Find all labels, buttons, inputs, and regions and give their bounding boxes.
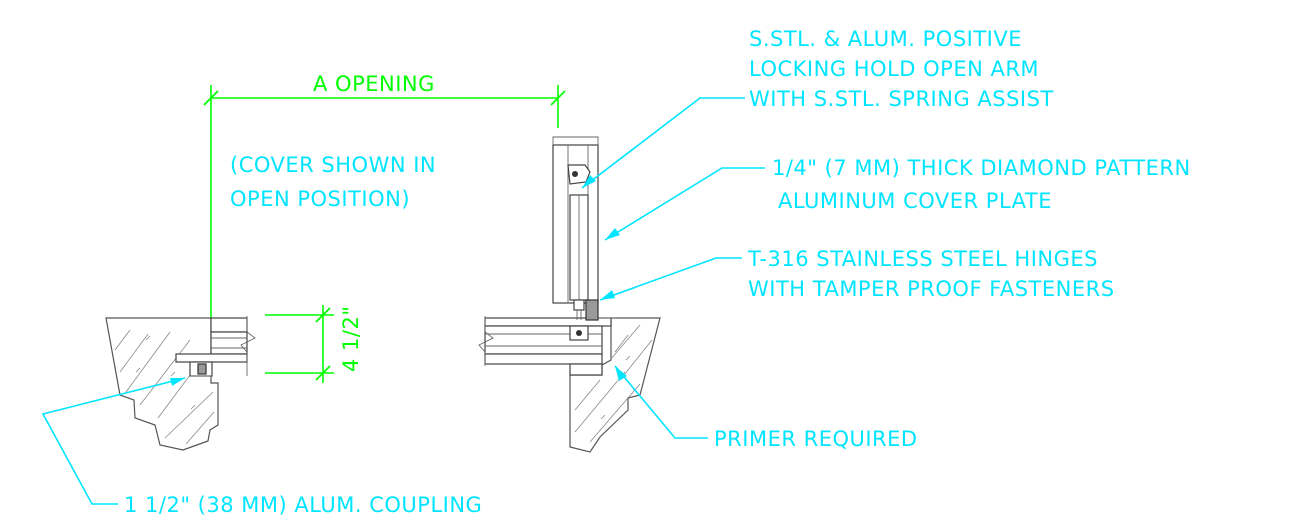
arrowhead-hold-open-arm	[582, 175, 596, 188]
note-primer: PRIMER REQUIRED	[614, 365, 918, 451]
opening-dimension: A OPENING	[203, 72, 566, 318]
note-hold-open-arm-line-3: WITH S.STL. SPRING ASSIST	[749, 87, 1054, 111]
left-frame-top-flange	[210, 317, 248, 333]
hinge-pin	[576, 330, 582, 336]
note-hinges: T-316 STAINLESS STEEL HINGES WITH TAMPER…	[599, 247, 1115, 301]
right-break-line	[478, 316, 494, 366]
right-frame-bottom-flange	[484, 353, 603, 365]
right-frame-seat	[569, 363, 603, 376]
leader-cover-plate	[604, 167, 765, 241]
note-hinges-line-2: WITH TAMPER PROOF FASTENERS	[748, 277, 1115, 301]
right-frame-section	[478, 136, 661, 453]
note-cover-plate: 1/4" (7 MM) THICK DIAMOND PATTERN ALUMIN…	[604, 156, 1191, 241]
note-cover-position-line-1: (COVER SHOWN IN	[230, 153, 436, 177]
depth-dimension-label: 4 1/2"	[339, 306, 363, 373]
arm-base	[573, 299, 585, 311]
hinge-leaf	[585, 299, 599, 321]
cover-top-edge	[552, 136, 599, 145]
note-primer-line: PRIMER REQUIRED	[714, 427, 918, 451]
arrowhead-hinges	[600, 290, 615, 300]
note-hold-open-arm-line-1: S.STL. & ALUM. POSITIVE	[749, 27, 1022, 51]
arm-bracket	[567, 164, 591, 185]
arrowhead-primer	[615, 366, 627, 381]
leader-coupling	[41, 377, 186, 505]
depth-tick-top	[315, 307, 331, 323]
leader-hinges	[599, 257, 742, 301]
leader-primer	[614, 365, 708, 439]
note-cover-position: (COVER SHOWN IN OPEN POSITION)	[230, 153, 436, 211]
leader-hold-open-arm	[581, 97, 745, 189]
left-frame-section	[105, 316, 256, 451]
opening-tick-left	[203, 90, 219, 106]
note-hold-open-arm: S.STL. & ALUM. POSITIVE LOCKING HOLD OPE…	[581, 27, 1054, 189]
arrowhead-coupling	[170, 378, 185, 386]
left-coupling-core	[197, 363, 207, 375]
left-break-line	[240, 316, 256, 376]
left-frame-web	[210, 331, 248, 355]
right-concrete-hatch	[574, 324, 653, 443]
note-hold-open-arm-line-2: LOCKING HOLD OPEN ARM	[749, 57, 1039, 81]
depth-dimension: 4 1/2"	[265, 305, 363, 383]
left-frame-bottom-flange	[175, 353, 248, 363]
arm-pivot	[572, 171, 578, 177]
note-hinges-line-1: T-316 STAINLESS STEEL HINGES	[747, 247, 1098, 271]
note-cover-plate-line-2: ALUMINUM COVER PLATE	[778, 189, 1052, 213]
note-cover-plate-line-1: 1/4" (7 MM) THICK DIAMOND PATTERN	[772, 156, 1191, 180]
opening-dimension-label: A OPENING	[313, 72, 435, 96]
depth-tick-bottom	[315, 365, 331, 381]
note-coupling: 1 1/2" (38 MM) ALUM. COUPLING	[41, 377, 482, 517]
note-cover-position-line-2: OPEN POSITION)	[230, 187, 410, 211]
opening-tick-right	[550, 90, 566, 106]
arrowhead-cover-plate	[605, 228, 620, 240]
note-coupling-line: 1 1/2" (38 MM) ALUM. COUPLING	[124, 493, 482, 517]
